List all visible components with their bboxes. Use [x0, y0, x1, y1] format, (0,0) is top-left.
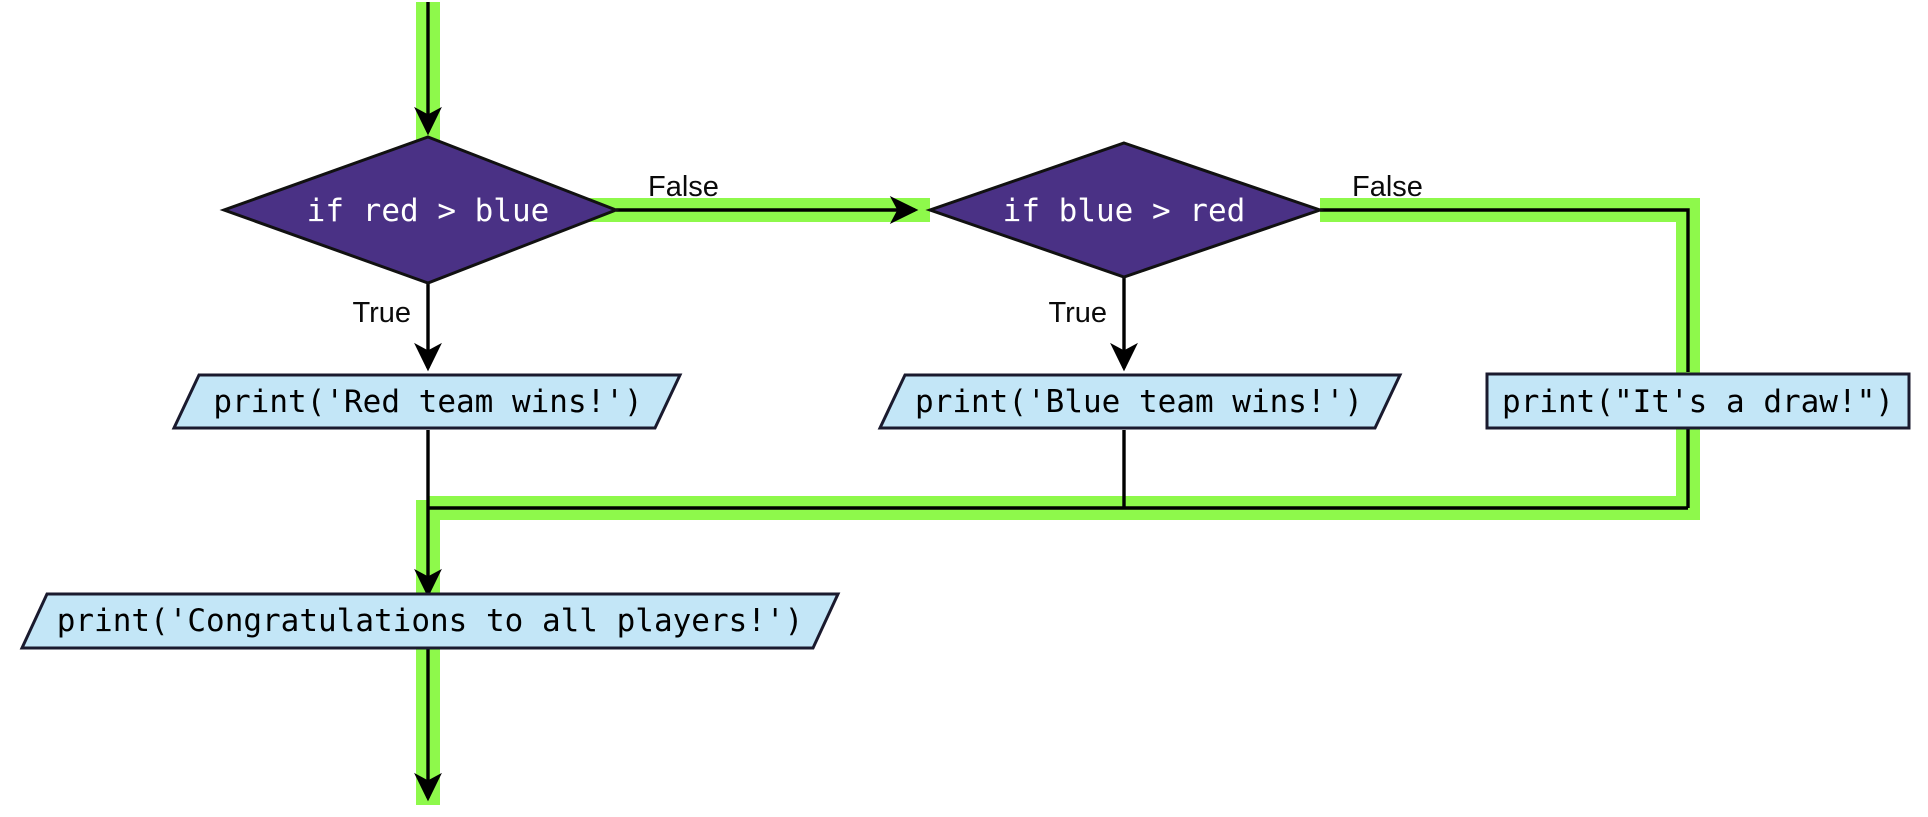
decision-red-gt-blue[interactable]: if red > blue [219, 135, 621, 285]
process-congratulations-label: print('Congratulations to all players!') [57, 603, 804, 639]
process-red-wins-shape[interactable] [171, 373, 683, 430]
edge-decision2-false [1320, 208, 1690, 372]
edge-label-false-1: False [648, 171, 719, 203]
edge-label-true-1: True [352, 297, 411, 329]
decision-red-gt-blue-shape[interactable] [219, 135, 621, 285]
process-red-wins-label: print('Red team wins!') [213, 384, 642, 420]
process-draw[interactable]: print("It's a draw!") [1485, 372, 1911, 430]
process-blue-wins-label: print('Blue team wins!') [915, 384, 1363, 420]
edge-label-false-2: False [1352, 171, 1423, 203]
decision-blue-gt-red[interactable]: if blue > red [925, 141, 1325, 279]
edge-label-true-2: True [1048, 297, 1107, 329]
decision-red-gt-blue-label: if red > blue [307, 193, 550, 229]
process-congratulations[interactable]: print('Congratulations to all players!') [19, 592, 841, 650]
decision-blue-gt-red-shape[interactable] [925, 141, 1325, 279]
process-blue-wins-shape[interactable] [877, 373, 1403, 430]
process-draw-label: print("It's a draw!") [1502, 384, 1894, 420]
process-congratulations-shape[interactable] [19, 592, 841, 650]
edges-group [414, 2, 1690, 802]
process-blue-wins[interactable]: print('Blue team wins!') [877, 373, 1403, 430]
process-red-wins[interactable]: print('Red team wins!') [171, 373, 683, 430]
process-draw-shape[interactable] [1485, 372, 1911, 430]
decision-blue-gt-red-label: if blue > red [1003, 193, 1246, 229]
